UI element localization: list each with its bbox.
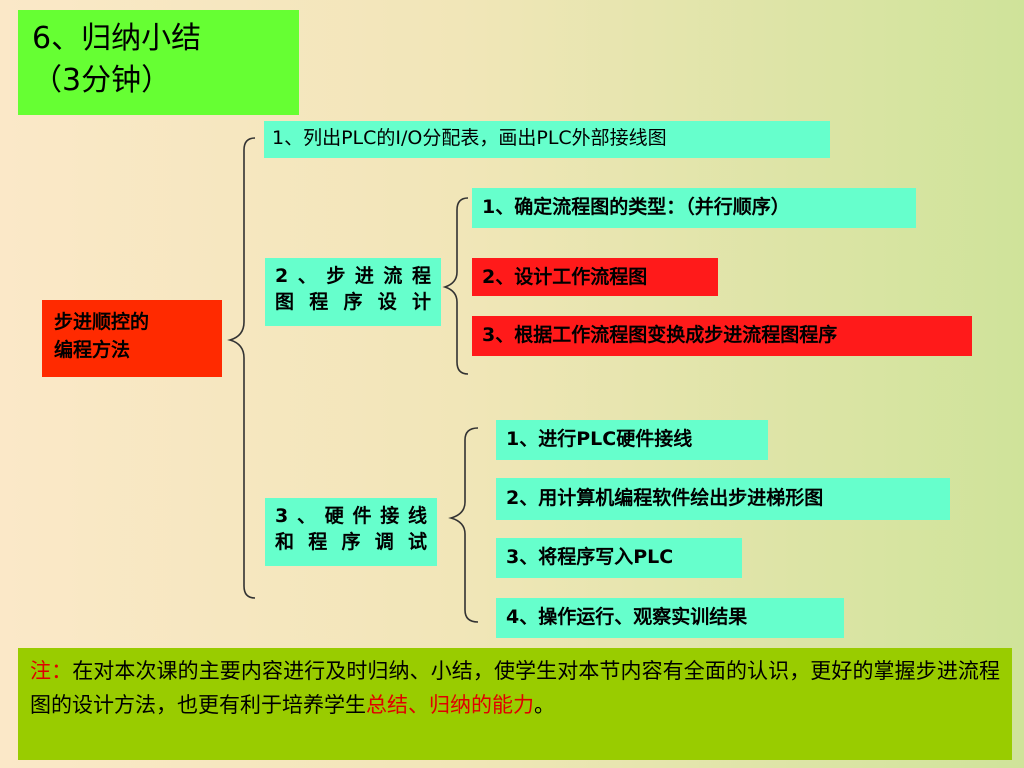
title-line-2: （3分钟） <box>32 63 172 98</box>
note-emphasis: 总结、归纳的能力 <box>366 693 534 717</box>
branch-3-item-4: 4、操作运行、观察实训结果 <box>496 598 844 638</box>
branch-3-node: 3、硬件接线 和程序调试 <box>265 498 437 566</box>
brace-branch3 <box>448 427 479 623</box>
branch-3-line-1: 3、硬件接线 <box>275 505 427 527</box>
note-end: 。 <box>534 693 555 717</box>
root-node: 步进顺控的 编程方法 <box>42 300 222 377</box>
summary-note: 注：在对本次课的主要内容进行及时归纳、小结，使学生对本节内容有全面的认识，更好的… <box>18 648 1012 760</box>
branch-2-line-2: 图程序设计 <box>275 291 431 313</box>
branch-3-item-3: 3、将程序写入PLC <box>496 538 742 578</box>
main-brace <box>227 137 256 599</box>
branch-1-node: 1、列出PLC的I/O分配表，画出PLC外部接线图 <box>264 121 830 158</box>
branch-2-line-1: 2、步进流程 <box>275 265 431 287</box>
branch-2-node: 2、步进流程 图程序设计 <box>265 258 441 326</box>
note-prefix: 注： <box>30 659 73 683</box>
branch-3-item-2: 2、用计算机编程软件绘出步进梯形图 <box>496 478 950 520</box>
branch-2-item-2: 2、设计工作流程图 <box>472 258 718 296</box>
section-title: 6、归纳小结 （3分钟） <box>18 10 299 115</box>
title-line-1: 6、归纳小结 <box>32 21 202 56</box>
brace-branch2 <box>442 197 469 375</box>
note-body: 在对本次课的主要内容进行及时归纳、小结，使学生对本节内容有全面的认识，更好的掌握… <box>30 659 1001 717</box>
branch-2-item-1: 1、确定流程图的类型：（并行顺序） <box>472 188 916 228</box>
branch-3-line-2: 和程序调试 <box>275 531 427 553</box>
branch-2-item-3: 3、根据工作流程图变换成步进流程图程序 <box>472 316 972 356</box>
root-line-1: 步进顺控的 <box>54 311 150 333</box>
branch-3-item-1: 1、进行PLC硬件接线 <box>496 420 768 460</box>
root-line-2: 编程方法 <box>54 339 131 361</box>
